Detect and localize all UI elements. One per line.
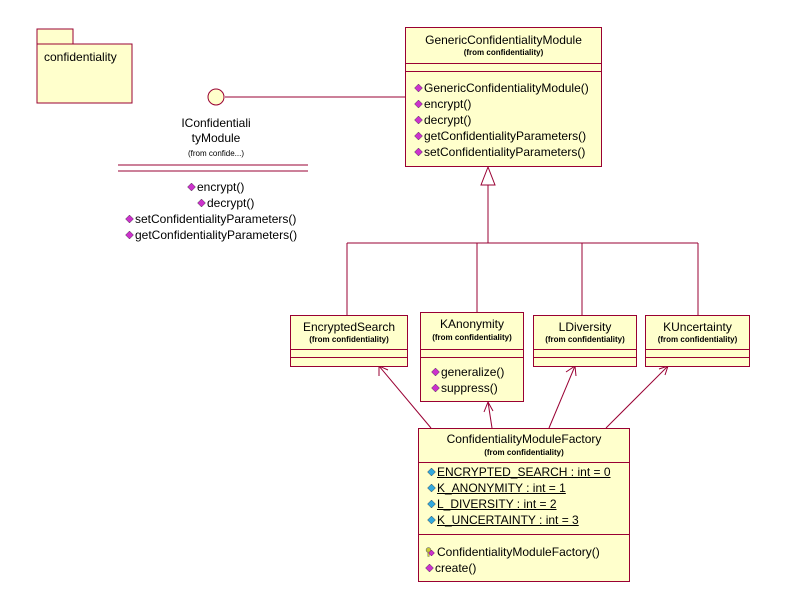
operation-separator [421,357,523,358]
class-name: KAnonymity [439,317,505,331]
operation-row-label: encrypt() [424,97,472,111]
interface-operation-label: setConfidentialityParameters() [135,212,297,226]
public-operation-icon [125,230,134,240]
interface-name-line1: IConfidentiali [181,116,251,130]
operation-row[interactable]: create() [425,561,476,576]
class-kanonymity[interactable]: KAnonymity (from confidentiality) genera… [420,312,524,402]
class-from: (from confidentiality) [545,335,625,344]
public-operation-icon [125,214,134,224]
operation-row[interactable]: generalize() [431,365,504,380]
public-operation-icon [431,367,440,377]
class-generic-confidentiality-module[interactable]: GenericConfidentialityModule (from confi… [405,27,602,167]
interface-name-line2: tyModule [191,131,241,145]
attribute-row-label: K_ANONYMITY : int = 1 [437,481,566,495]
class-from: (from confidentiality) [463,48,544,57]
public-operation-icon [187,182,196,192]
public-operation-icon [414,99,423,109]
operation-row[interactable]: encrypt() [414,97,471,112]
attribute-separator [419,462,629,463]
class-kuncertainty[interactable]: KUncertainty (from confidentiality) [645,315,750,367]
operation-row-label: decrypt() [424,113,472,127]
attribute-row-label: L_DIVERSITY : int = 2 [437,497,557,511]
class-from: (from confidentiality) [657,335,738,344]
attribute-row[interactable]: K_ANONYMITY : int = 1 [427,481,566,496]
public-operation-icon [414,83,423,93]
public-operation-icon [414,147,423,157]
interface-from: (from confide...) [187,149,244,158]
attribute-row[interactable]: ENCRYPTED_SEARCH : int = 0 [427,465,611,480]
public-attribute-icon [427,467,436,477]
attribute-row-label: K_UNCERTAINTY : int = 3 [437,513,579,527]
class-name: LDiversity [558,320,612,334]
operation-row[interactable]: ConfidentialityModuleFactory() [425,545,600,560]
dependency-ldiversity [548,365,577,429]
attribute-row[interactable]: L_DIVERSITY : int = 2 [427,497,557,512]
class-name: ConfidentialityModuleFactory [446,432,602,446]
operation-separator [291,357,407,358]
operation-row[interactable]: GenericConfidentialityModule() [414,81,589,96]
public-operation-icon [431,383,440,393]
interface-operation-label: getConfidentialityParameters() [135,228,298,242]
class-name: KUncertainty [663,320,732,334]
attribute-row-label: ENCRYPTED_SEARCH : int = 0 [437,465,611,479]
public-operation-icon [425,563,434,573]
class-from: (from confidentiality) [432,333,512,342]
protected-key-icon [425,547,435,557]
class-name: GenericConfidentialityModule [425,33,582,47]
operation-row[interactable]: getConfidentialityParameters() [414,129,586,144]
public-attribute-icon [427,515,436,525]
operation-row-label: GenericConfidentialityModule() [424,81,589,95]
attribute-separator [406,63,601,64]
attribute-separator [421,349,523,350]
dependency-kanonymity [483,400,494,429]
class-name: EncryptedSearch [302,320,396,334]
class-confidentiality-module-factory[interactable]: ConfidentialityModuleFactory (from confi… [418,428,630,582]
operation-row[interactable]: decrypt() [414,113,471,128]
attribute-separator [534,349,636,350]
class-from: (from confidentiality) [484,448,564,457]
operation-separator [406,71,601,72]
interface-operation-row[interactable]: decrypt() [197,196,254,211]
package-body [36,43,133,104]
class-encrypted-search[interactable]: EncryptedSearch (from confidentiality) [290,315,408,367]
operation-row[interactable]: setConfidentialityParameters() [414,145,585,160]
package-name: confidentiality [44,50,117,64]
operation-separator [419,534,629,535]
operation-row-label: setConfidentialityParameters() [424,145,586,159]
attribute-row[interactable]: K_UNCERTAINTY : int = 3 [427,513,579,528]
interface-circle [207,88,225,106]
interface-operation-row[interactable]: encrypt() [187,180,244,195]
dependency-kuncertainty [605,365,669,429]
public-operation-icon [414,131,423,141]
interface-operation-row[interactable]: setConfidentialityParameters() [125,212,296,227]
attribute-separator [646,349,749,350]
attribute-separator [291,349,407,350]
operation-separator [646,357,749,358]
interface-operation-row[interactable]: getConfidentialityParameters() [125,228,297,243]
operation-row[interactable]: suppress() [431,381,498,396]
interface-operation-label: encrypt() [197,180,245,194]
operation-separator [534,357,636,358]
operation-row-label: create() [435,561,477,575]
public-attribute-icon [427,483,436,493]
generalization-arrowhead [480,165,496,186]
interface-operation-label: decrypt() [207,196,255,210]
public-operation-icon [414,115,423,125]
operation-row-label: getConfidentialityParameters() [424,129,587,143]
public-attribute-icon [427,499,436,509]
public-operation-icon [197,198,206,208]
operation-row-label: ConfidentialityModuleFactory() [437,545,600,559]
operation-row-label: suppress() [441,381,498,395]
package-tab [36,28,74,45]
class-from: (from confidentiality) [309,335,389,344]
class-ldiversity[interactable]: LDiversity (from confidentiality) [533,315,637,367]
operation-row-label: generalize() [441,365,505,379]
